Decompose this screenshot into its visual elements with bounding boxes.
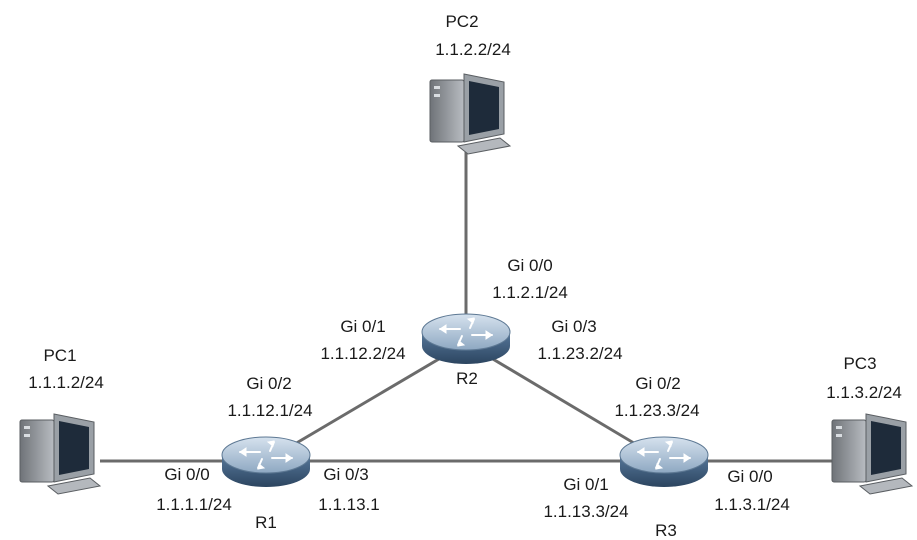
r1-name: R1 [255, 513, 277, 532]
pc3-ip: 1.1.3.2/24 [826, 383, 902, 402]
pc1-icon [19, 413, 101, 495]
r3-gi02-port: Gi 0/2 [635, 374, 680, 393]
r1-gi00-port: Gi 0/0 [164, 465, 209, 484]
r2-gi03-port: Gi 0/3 [551, 317, 596, 336]
r2-gi00-ip: 1.1.2.1/24 [492, 283, 568, 302]
links [100, 150, 840, 463]
r3-gi02-ip: 1.1.23.3/24 [614, 401, 699, 420]
r3-name: R3 [655, 521, 677, 540]
pc1-name: PC1 [43, 346, 76, 365]
link-r2-r3 [465, 341, 665, 463]
router-r2-icon [421, 313, 511, 365]
r3-gi00-ip: 1.1.3.1/24 [714, 495, 790, 514]
pc1-ip: 1.1.1.2/24 [28, 373, 104, 392]
r1-gi00-ip: 1.1.1.1/24 [156, 495, 232, 514]
r2-gi03-ip: 1.1.23.2/24 [537, 344, 622, 363]
link-r1-r2 [265, 341, 467, 463]
router-r3-icon [619, 436, 709, 488]
pc3-name: PC3 [843, 354, 876, 373]
r2-gi01-port: Gi 0/1 [340, 317, 385, 336]
r1-gi02-ip: 1.1.12.1/24 [227, 401, 312, 420]
r3-gi01-port: Gi 0/1 [563, 475, 608, 494]
r3-gi01-ip: 1.1.13.3/24 [543, 502, 628, 521]
r1-gi02-port: Gi 0/2 [246, 374, 291, 393]
r2-gi00-port: Gi 0/0 [507, 256, 552, 275]
r2-name: R2 [456, 369, 478, 388]
pc3-icon [831, 413, 913, 495]
r2-gi01-ip: 1.1.12.2/24 [320, 344, 405, 363]
pc2-name: PC2 [445, 12, 478, 31]
pc2-ip: 1.1.2.2/24 [435, 40, 511, 59]
pc2-icon [429, 73, 511, 155]
r3-gi00-port: Gi 0/0 [727, 467, 772, 486]
router-r1-icon [221, 436, 311, 488]
r1-gi03-port: Gi 0/3 [323, 465, 368, 484]
r1-gi03-ip: 1.1.13.1 [318, 495, 379, 514]
